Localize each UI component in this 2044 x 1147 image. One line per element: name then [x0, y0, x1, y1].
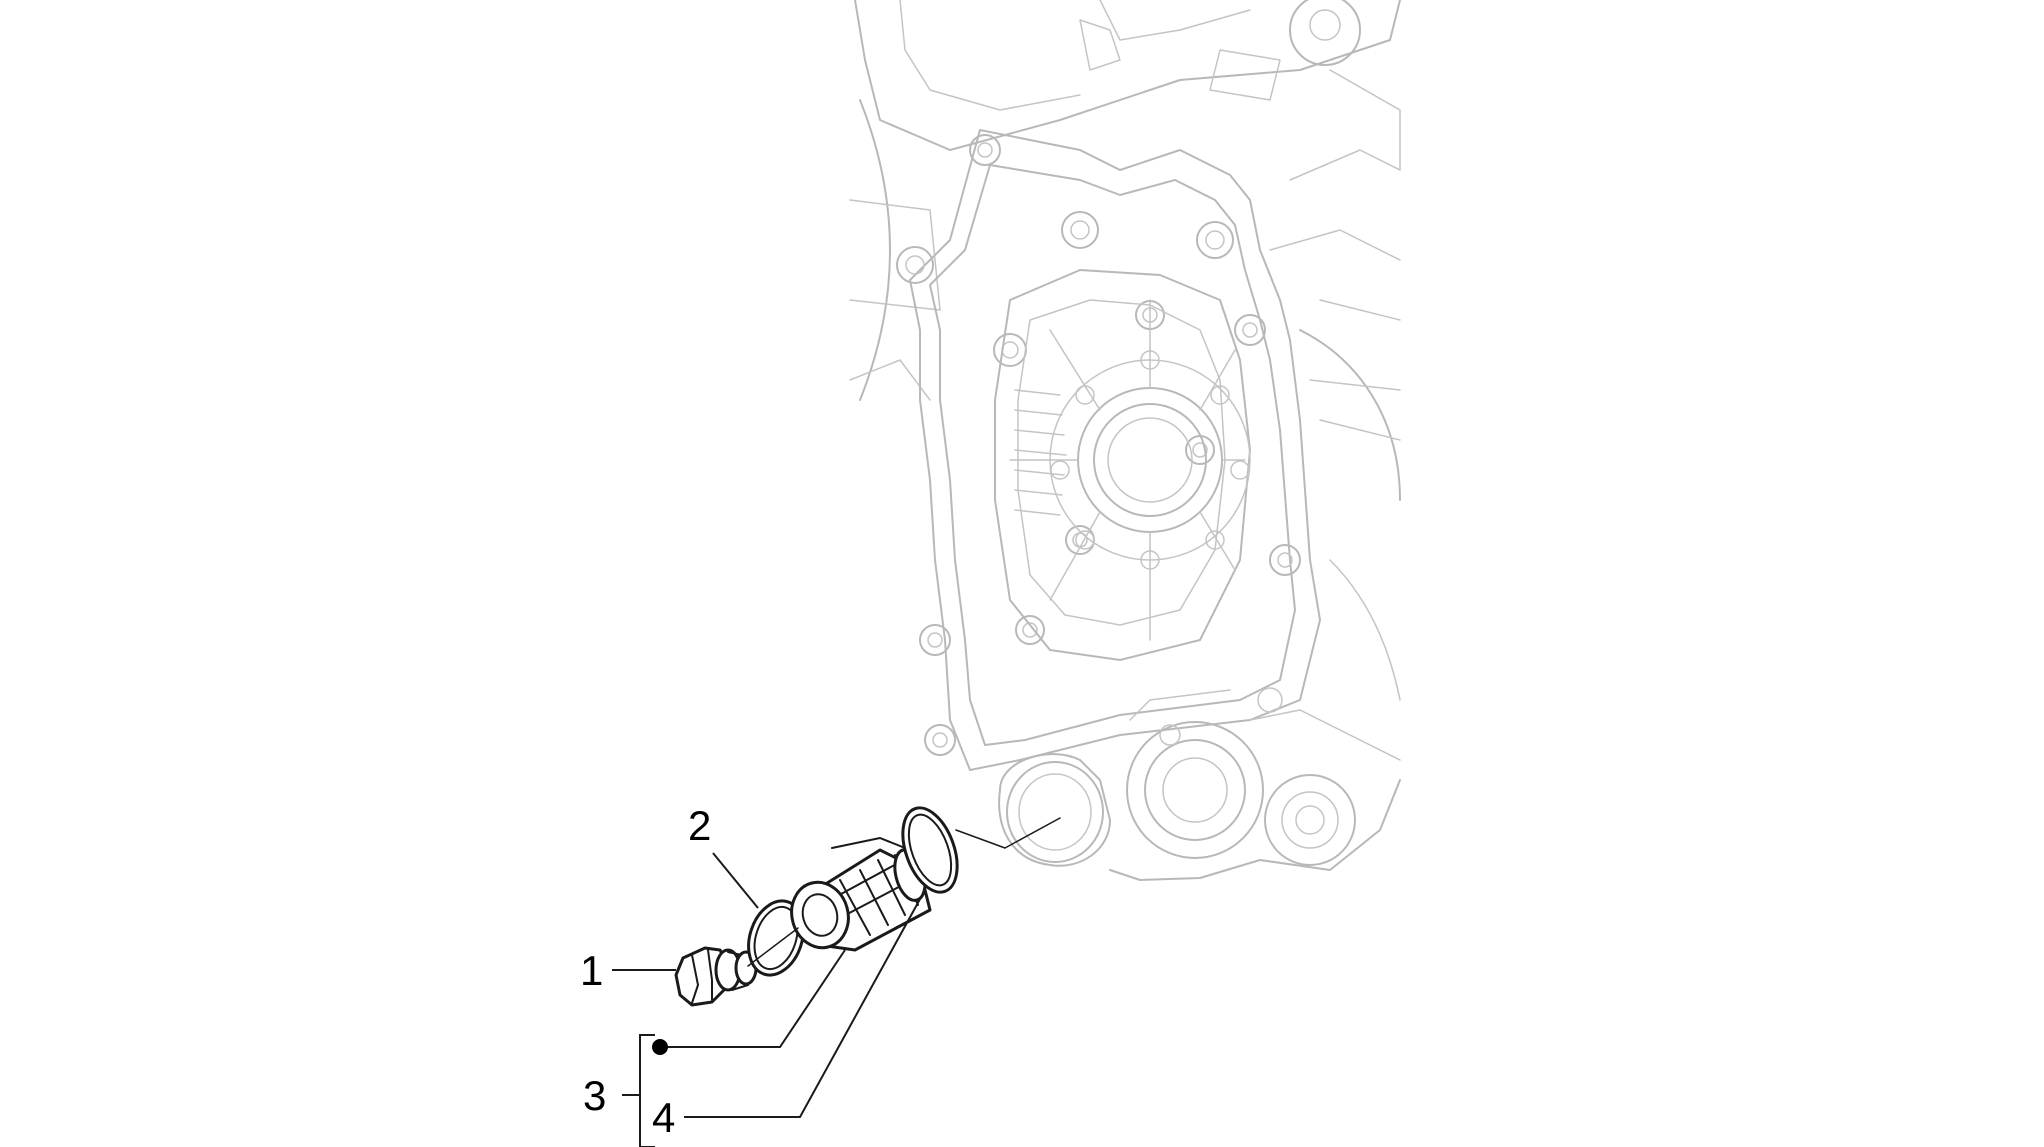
leader-lines: [612, 852, 926, 1147]
engine-crankcase-drawing: [849, 0, 1401, 881]
assembly-axis: [747, 817, 1061, 967]
callout-3: 3: [583, 1072, 606, 1119]
leader-line-4-oring: [684, 889, 926, 1118]
callout-labels: 1 2 3 4: [580, 802, 711, 1141]
leader-line-3-filter: [660, 949, 846, 1048]
callout-1: 1: [580, 947, 603, 994]
oil-filter-screen-part: [790, 837, 932, 952]
small-o-ring-part: [747, 899, 805, 977]
bullet-marker: [652, 1039, 668, 1055]
callout-4: 4: [652, 1094, 675, 1141]
bracket-3: [639, 1034, 655, 1147]
drain-plug-part: [674, 946, 758, 1007]
callout-2: 2: [688, 802, 711, 849]
large-o-ring-part: [901, 806, 959, 894]
leader-line-2: [712, 852, 759, 909]
